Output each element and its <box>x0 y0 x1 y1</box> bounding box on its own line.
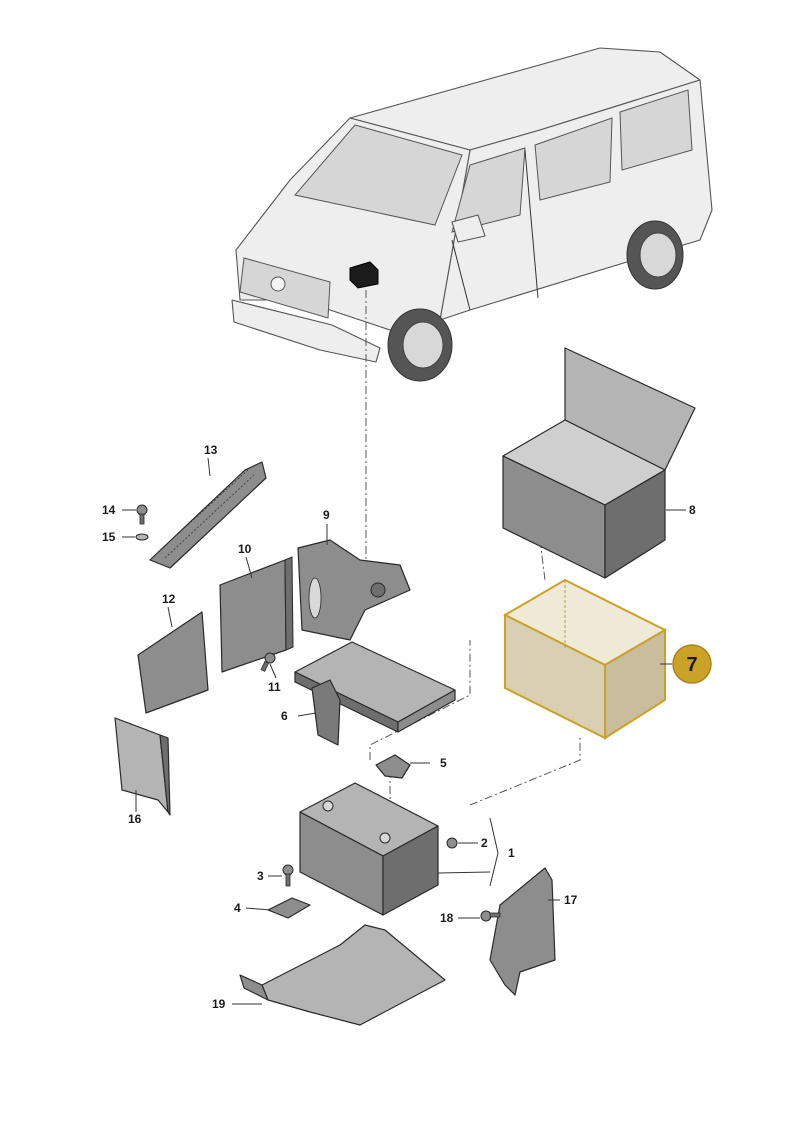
part-18-screw <box>480 910 501 922</box>
part-16-panel <box>114 717 171 816</box>
callout-leaders <box>122 457 686 1005</box>
callout-1: 1 <box>508 846 515 860</box>
callout-4: 4 <box>234 901 241 915</box>
part-5-terminal-cover <box>375 754 411 779</box>
callout-9: 9 <box>323 508 330 522</box>
callout-7-highlight[interactable]: 7 <box>672 644 712 684</box>
callout-5: 5 <box>440 756 447 770</box>
callout-10: 10 <box>238 542 252 556</box>
callout-labels: 13 14 15 10 12 9 11 6 8 5 2 1 3 4 16 18 … <box>102 443 696 1011</box>
part-6-battery-tray <box>294 641 456 746</box>
part-3-bolt <box>282 864 294 887</box>
callout-14: 14 <box>102 503 116 517</box>
vehicle-illustration <box>231 47 713 382</box>
part-19-base-plate <box>239 924 446 1026</box>
part-4-clamp <box>267 897 311 919</box>
callout-11: 11 <box>268 680 281 694</box>
part-14-screw <box>136 504 148 525</box>
callout-18: 18 <box>440 911 454 925</box>
callout-17: 17 <box>564 893 578 907</box>
callout-13: 13 <box>204 443 218 457</box>
part-13-grid-panel <box>149 461 267 569</box>
callout-2: 2 <box>481 836 488 850</box>
callout-6: 6 <box>281 709 288 723</box>
part-9-bracket <box>297 539 411 641</box>
part-2-screw <box>446 837 458 849</box>
callout-15: 15 <box>102 530 116 544</box>
callout-8: 8 <box>689 503 696 517</box>
part-10-panel <box>219 556 294 673</box>
part-12-panel <box>137 611 209 714</box>
part-17-bracket <box>489 867 556 996</box>
callout-7: 7 <box>686 654 697 676</box>
callout-3: 3 <box>257 869 264 883</box>
part-11-bolt <box>260 652 276 672</box>
callout-16: 16 <box>128 812 142 826</box>
callout-19: 19 <box>212 997 226 1011</box>
callout-12: 12 <box>162 592 176 606</box>
part-1-battery <box>299 782 439 916</box>
part-8-battery-cover <box>502 347 696 579</box>
part-7-battery-box-highlighted <box>502 578 668 740</box>
part-15-washer <box>135 533 149 541</box>
